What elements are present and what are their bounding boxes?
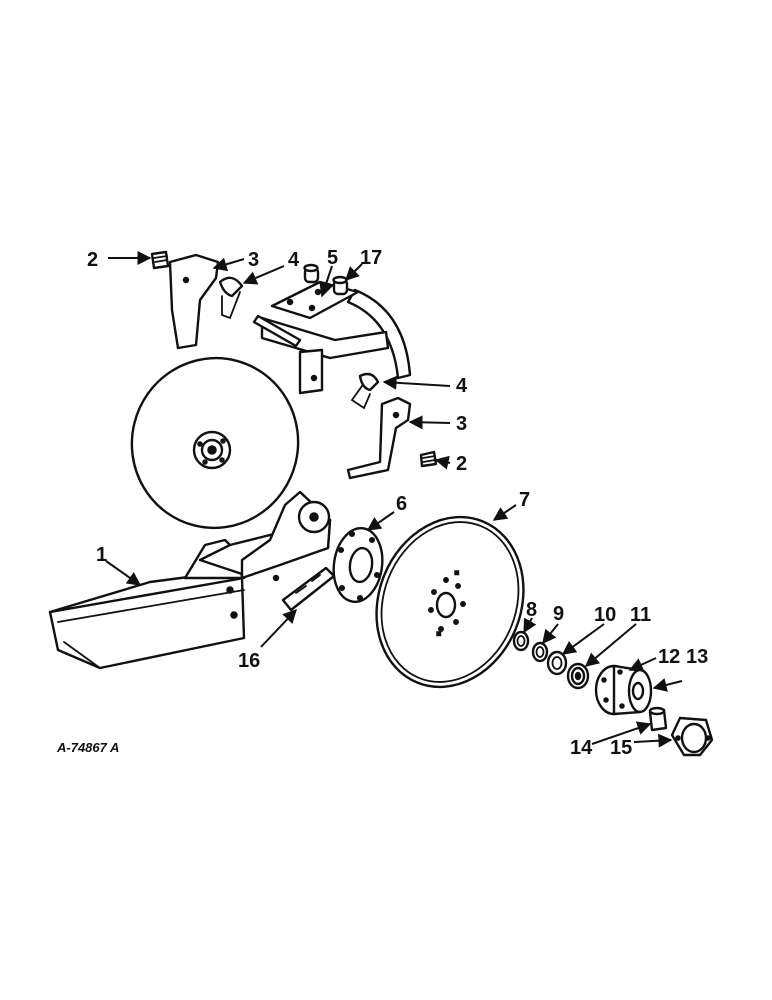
callout-10: 10 [594, 604, 616, 626]
drawing-reference: A-74867 A [56, 740, 119, 755]
callout-2-lower: 2 [456, 453, 467, 475]
scraper-blade [281, 566, 336, 612]
callout-7: 7 [519, 489, 530, 511]
hub-washers [512, 630, 590, 690]
hub-bolt [648, 706, 668, 732]
callout-1: 1 [96, 544, 107, 566]
bushings [303, 263, 349, 296]
callout-13: 13 [686, 646, 708, 668]
callout-15: 15 [610, 737, 632, 759]
callouts: 2 3 4 5 17 4 3 2 1 6 7 8 9 10 11 12 13 1… [87, 247, 708, 759]
callout-2: 2 [87, 249, 98, 271]
callout-9: 9 [553, 603, 564, 625]
disc-blade [375, 515, 525, 689]
leader-lines [105, 251, 683, 748]
callout-17: 17 [360, 247, 382, 269]
upper-scraper [150, 250, 302, 350]
callout-14: 14 [570, 737, 593, 759]
callout-4-lower: 4 [456, 375, 468, 397]
lower-scraper [346, 372, 438, 480]
callout-3: 3 [248, 249, 259, 271]
callout-11: 11 [630, 604, 651, 626]
callout-6: 6 [396, 493, 407, 515]
dust-cap [670, 716, 714, 757]
callout-8: 8 [526, 599, 537, 621]
callout-16: 16 [238, 650, 260, 672]
callout-5: 5 [327, 247, 338, 269]
flange-plate [332, 527, 384, 603]
callout-3-lower: 3 [456, 413, 467, 435]
callout-12: 12 [658, 646, 680, 668]
wheel-hub [594, 664, 653, 716]
callout-4: 4 [288, 249, 300, 271]
rear-disc [130, 356, 300, 530]
shank-beam [48, 490, 332, 670]
